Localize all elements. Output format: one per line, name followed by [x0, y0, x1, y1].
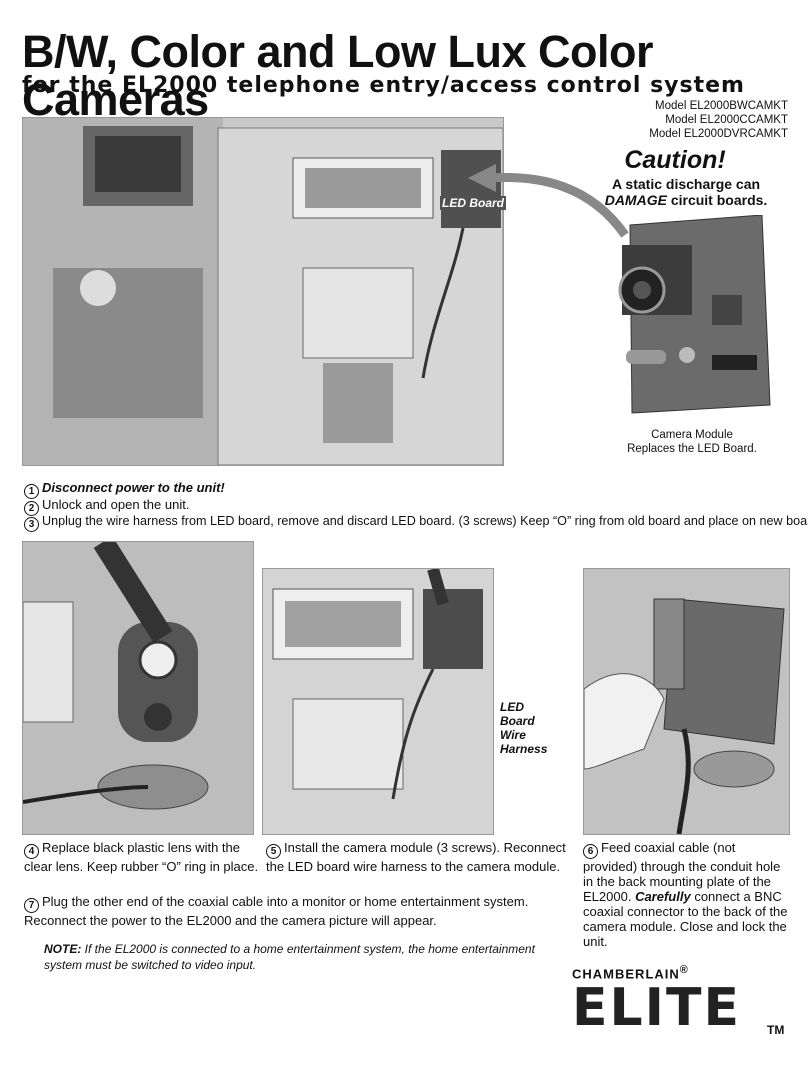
step-text: Unplug the wire harness from LED board, … [42, 514, 808, 528]
caution-title: Caution! [624, 146, 726, 174]
caution-line: DAMAGE circuit boards. [600, 192, 772, 208]
camera-module-photo [612, 214, 772, 415]
harness-label-line: Wire [500, 728, 526, 742]
caption-line: Replaces the LED Board. [627, 443, 757, 455]
brand-name: CHAMBERLAIN® [572, 964, 689, 981]
note: NOTE: If the EL2000 is connected to a ho… [44, 941, 544, 973]
step-text-bold: Keep rubber “O” ring in place. [83, 859, 259, 874]
step-text: Unlock and open the unit. [42, 497, 190, 512]
note-text: If the EL2000 is connected to a home ent… [44, 942, 535, 972]
step-number: 2 [24, 501, 39, 516]
step-text: Plug the other end of the coaxial cable … [24, 894, 529, 928]
harness-label-line: Harness [500, 742, 548, 756]
caution-rest: circuit boards. [666, 192, 768, 208]
model-list: Model EL2000BWCAMKT Model EL2000CCAMKT M… [649, 99, 788, 141]
step-text: connect a BNC coaxial connector to the b… [583, 889, 788, 949]
registered-mark: ® [679, 964, 689, 976]
arrow-icon [468, 164, 629, 238]
module-install-photo [262, 568, 494, 835]
caution-emphasis: DAMAGE [604, 192, 667, 208]
step-emphasis: Carefully [635, 889, 691, 904]
note-label: NOTE: [44, 942, 82, 956]
brand-text: CHAMBERLAIN [572, 966, 680, 982]
step-number: 3 [24, 517, 39, 532]
caution-text: A static discharge can DAMAGE circuit bo… [600, 176, 772, 208]
trademark-mark: TM [767, 1023, 785, 1037]
camera-caption: Camera Module Replaces the LED Board. [600, 428, 784, 456]
page-title: B/W, Color and Low Lux Color Cameras [22, 26, 653, 125]
step-text: Install the camera module (3 screws). Re… [266, 840, 566, 874]
open-unit-photo [22, 117, 504, 466]
step-text: Replace black plastic lens with the clea… [24, 840, 240, 874]
led-board-label: LED Board [440, 196, 507, 210]
step-number: 5 [266, 844, 281, 859]
lens-replace-photo [22, 541, 254, 835]
step-number: 6 [583, 844, 598, 859]
step-text: Disconnect power to the unit! [42, 480, 225, 495]
caution-line: A static discharge can [611, 176, 761, 192]
brand-product: ELITE [572, 978, 741, 1038]
step-number: 1 [24, 484, 39, 499]
page-subtitle: for the EL2000 telephone entry/access co… [22, 73, 745, 98]
harness-label: LED Board Wire Harness [500, 700, 547, 756]
step-text: Feed coaxial cable (not provided) throug… [583, 840, 781, 904]
model-number: Model EL2000CCAMKT [665, 114, 788, 126]
coax-connect-photo [583, 568, 790, 835]
model-number: Model EL2000BWCAMKT [655, 100, 788, 112]
model-number: Model EL2000DVRCAMKT [649, 128, 788, 140]
harness-label-line: Board [500, 714, 535, 728]
step-number: 4 [24, 844, 39, 859]
harness-label-line: LED [500, 700, 524, 714]
step-number: 7 [24, 898, 39, 913]
caption-line: Camera Module [651, 429, 733, 441]
